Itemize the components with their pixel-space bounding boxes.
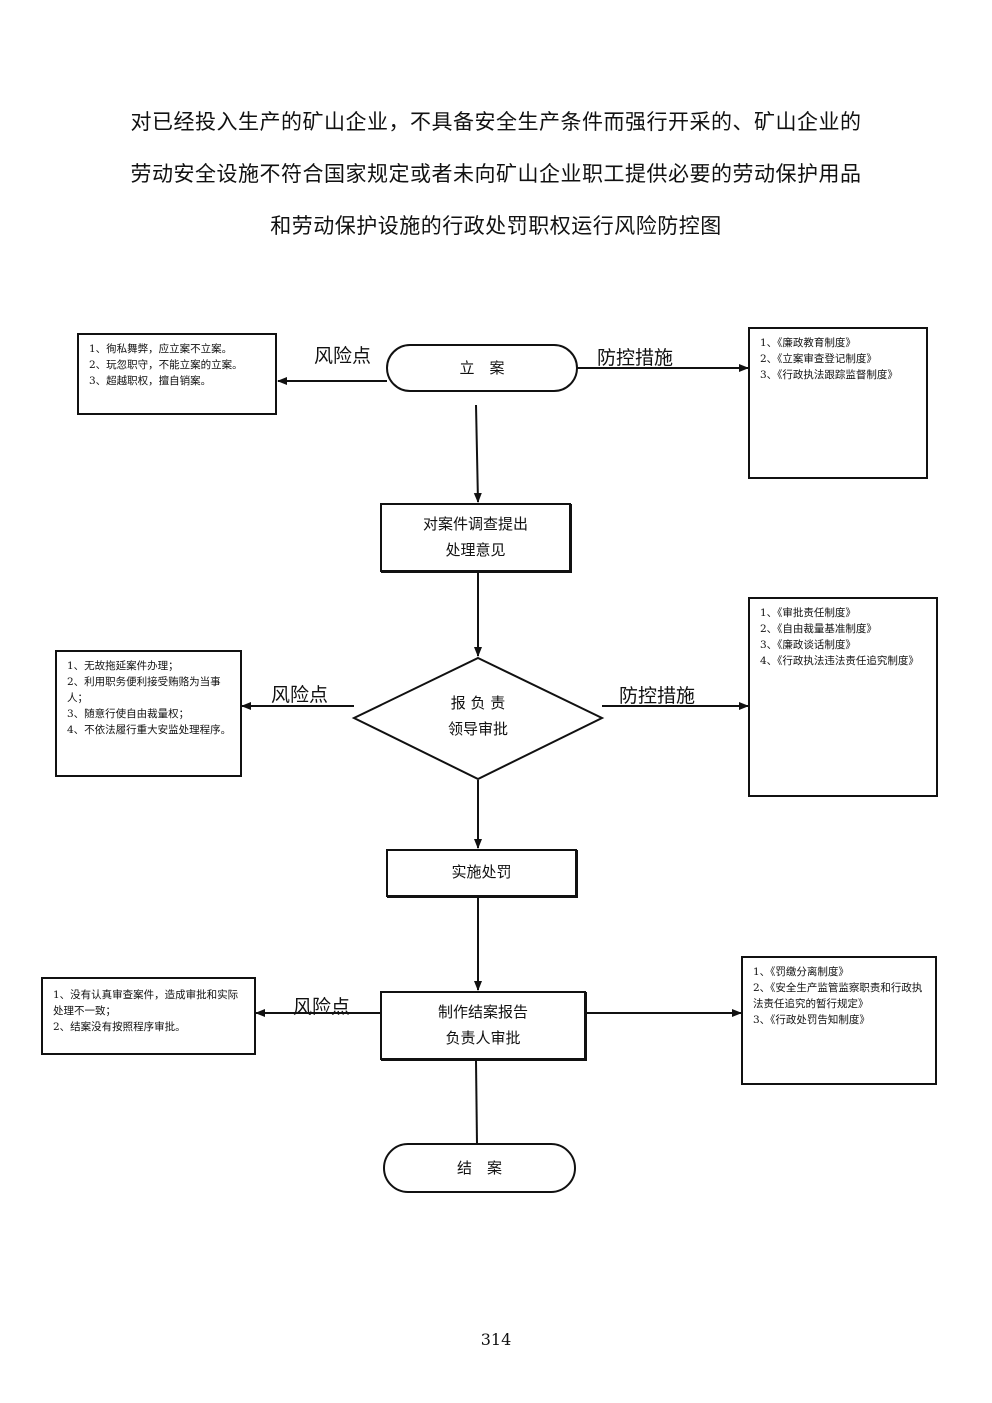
risk-2-item-1: 1、无故拖延案件办理；	[67, 660, 179, 672]
title-line-1: 对已经投入生产的矿山企业，不具备安全生产条件而强行开采的、矿山企业的	[130, 110, 862, 134]
measure-2-item-4: 4、《行政执法违法责任追究制度》	[760, 655, 919, 667]
title-line-2: 劳动安全设施不符合国家规定或者未向矿山企业职工提供必要的劳动保护用品	[130, 162, 862, 186]
measure-1-item-3: 3、《行政执法跟踪监督制度》	[760, 369, 898, 381]
page-number: 314	[480, 1330, 512, 1349]
risk-box-1: 1、徇私舞弊，应立案不立案。 2、玩忽职守，不能立案的立案。 3、超越职权，擅自…	[77, 333, 277, 415]
investigate-node-line-1: 对案件调查提出	[422, 515, 528, 533]
measure-1-item-1: 1、《廉政教育制度》	[760, 337, 856, 349]
risk-3-item-2: 2、结案没有按照程序审批。	[53, 1021, 186, 1033]
approve-node-line-2: 领导审批	[447, 720, 508, 738]
risk-point-label-3: 风险点	[293, 996, 351, 1018]
end-node: 结 案	[384, 1155, 575, 1181]
risk-1-item-3: 3、超越职权，擅自销案。	[89, 375, 212, 387]
measure-1-item-2: 2、《立案审查登记制度》	[760, 353, 877, 365]
measure-2-item-1: 1、《审批责任制度》	[760, 607, 856, 619]
report-node-line-2: 负责人审批	[445, 1029, 521, 1047]
risk-2-item-4: 4、不依法履行重大安监处理程序。	[67, 724, 232, 736]
end-node-shape	[383, 1143, 576, 1193]
measure-box-3: 1、《罚缴分离制度》 2、《安全生产监管监察职责和行政执法责任追究的暂行规定》 …	[741, 956, 937, 1085]
execute-node: 实施处罚	[386, 849, 577, 897]
risk-2-item-3: 3、随意行使自由裁量权；	[67, 708, 190, 720]
control-measures-label-1: 防控措施	[597, 347, 674, 369]
report-node-line-1: 制作结案报告	[437, 1003, 528, 1021]
risk-1-item-2: 2、玩忽职守，不能立案的立案。	[89, 359, 243, 371]
risk-1-item-1: 1、徇私舞弊，应立案不立案。	[89, 343, 233, 355]
measure-box-1: 1、《廉政教育制度》 2、《立案审查登记制度》 3、《行政执法跟踪监督制度》	[748, 327, 928, 479]
start-node: 立 案	[387, 355, 577, 381]
end-node-label: 结 案	[456, 1159, 502, 1177]
report-node: 制作结案报告 负责人审批	[380, 991, 586, 1060]
execute-node-label: 实施处罚	[451, 863, 512, 881]
measure-2-item-2: 2、《自由裁量基准制度》	[760, 623, 877, 635]
measure-box-2: 1、《审批责任制度》 2、《自由裁量基准制度》 3、《廉政谈话制度》 4、《行政…	[748, 597, 938, 797]
arrow-start-to-investigate	[473, 404, 482, 503]
line-report-to-end	[475, 1060, 478, 1145]
risk-box-2: 1、无故拖延案件办理； 2、利用职务便利接受贿赂为当事人； 3、随意行使自由裁量…	[55, 650, 242, 777]
risk-2-item-2: 2、利用职务便利接受贿赂为当事人；	[67, 676, 221, 704]
measure-3-item-1: 1、《罚缴分离制度》	[753, 966, 849, 978]
approve-diamond-shape	[351, 656, 605, 781]
investigate-node: 对案件调查提出 处理意见	[380, 503, 571, 572]
control-measures-label-2: 防控措施	[619, 685, 696, 707]
approve-node: 报 负 责 领导审批	[398, 690, 558, 742]
measure-3-item-3: 3、《行政处罚告知制度》	[753, 1014, 870, 1026]
measure-2-item-3: 3、《廉政谈话制度》	[760, 639, 856, 651]
approve-node-line-1: 报 负 责	[450, 694, 506, 712]
risk-point-label-1: 风险点	[314, 345, 372, 367]
investigate-node-line-2: 处理意见	[445, 541, 506, 559]
risk-box-3: 1、没有认真审查案件，造成审批和实际处理不一致； 2、结案没有按照程序审批。	[41, 977, 256, 1055]
title-line-3: 和劳动保护设施的行政处罚职权运行风险防控图	[270, 214, 722, 238]
risk-3-item-1: 1、没有认真审查案件，造成审批和实际处理不一致；	[53, 989, 239, 1017]
risk-point-label-2: 风险点	[271, 684, 329, 706]
start-node-label: 立 案	[459, 359, 505, 377]
measure-3-item-2: 2、《安全生产监管监察职责和行政执法责任追究的暂行规定》	[753, 982, 923, 1010]
